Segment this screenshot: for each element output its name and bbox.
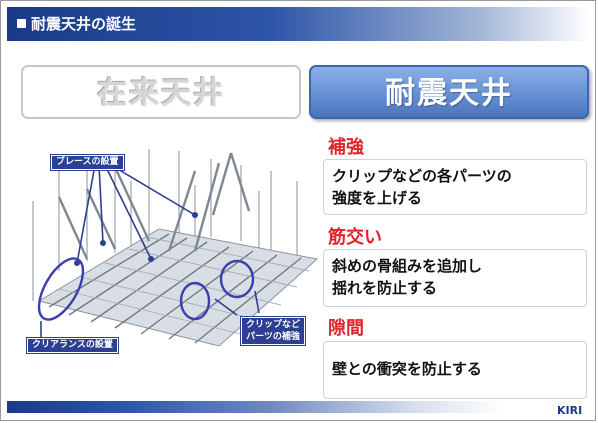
conventional-ceiling-button[interactable]: 在来天井 xyxy=(21,65,301,119)
brace-text-line2: 揺れを防止する xyxy=(332,279,438,297)
ceiling-diagram: ブレースの設置 クリアランスの設置 クリップなど パーツの補強 xyxy=(19,141,319,357)
seismic-ceiling-button[interactable]: 耐震天井 xyxy=(309,65,589,119)
clip-label-line2: パーツの補強 xyxy=(246,332,300,342)
bullet-square-icon xyxy=(17,19,26,28)
clearance-heading: 隙間 xyxy=(328,318,364,339)
reinforcement-box: クリップなどの各パーツの 強度を上げる xyxy=(323,159,587,215)
clip-label-line1: クリップなど xyxy=(246,320,301,330)
brace-label: ブレースの設置 xyxy=(51,155,124,170)
clearance-text-line1: 壁との衝突を防止する xyxy=(332,360,482,378)
slide-header: 耐震天井の誕生 xyxy=(7,7,591,41)
brace-box: 斜めの骨組みを追加し 揺れを防止する xyxy=(323,249,587,307)
brace-text-line1: 斜めの骨組みを追加し xyxy=(332,257,483,275)
reinforcement-text-line2: 強度を上げる xyxy=(332,189,423,207)
company-logo: KIRI xyxy=(557,404,583,417)
clearance-box: 壁との衝突を防止する xyxy=(323,341,587,399)
clip-label: クリップなど パーツの補強 xyxy=(241,317,306,345)
reinforcement-text-line1: クリップなどの各パーツの xyxy=(332,167,512,185)
reinforcement-heading: 補強 xyxy=(328,137,364,158)
footer-bar xyxy=(7,401,591,413)
clearance-label: クリアランスの設置 xyxy=(27,338,118,353)
ceiling-structure-illustration xyxy=(32,149,319,347)
brace-heading: 筋交い xyxy=(328,227,382,248)
slide-title: 耐震天井の誕生 xyxy=(31,15,137,33)
